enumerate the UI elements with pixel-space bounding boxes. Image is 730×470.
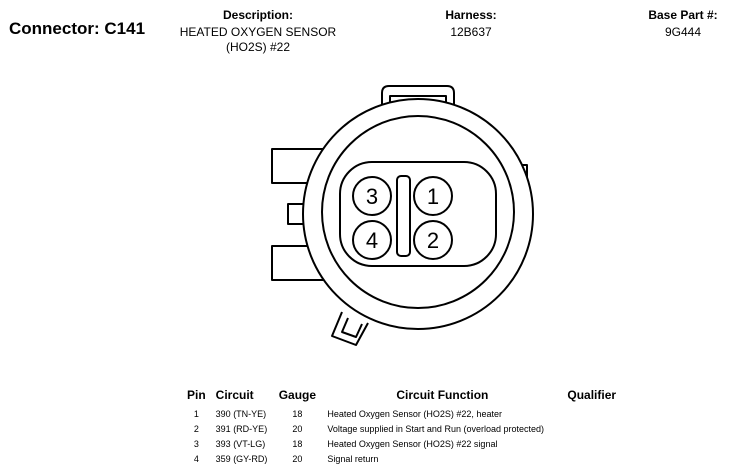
inner-housing — [321, 115, 515, 309]
top-latch-tab — [381, 85, 455, 107]
harness-label: Harness: — [445, 8, 497, 22]
header-circuit-function: Circuit Function — [396, 388, 489, 402]
pin-4-cavity — [352, 220, 392, 260]
bottom-latch-inner — [341, 317, 363, 338]
row-circuit: 359 (GY-RD) — [215, 453, 268, 464]
description-line-1: HEATED OXYGEN SENSOR — [179, 25, 337, 39]
pin-table-header: Pin Circuit Gauge Circuit Function Quali… — [182, 388, 621, 406]
row-qualifier — [562, 451, 621, 466]
row-circuit: 390 (TN-YE) — [215, 408, 267, 419]
pin-2-label: 2 — [427, 228, 439, 253]
pin-1-label: 1 — [427, 184, 439, 209]
row-gauge: 20 — [292, 423, 303, 434]
pin-1-cavity — [413, 176, 453, 216]
harness-value: 12B637 — [450, 25, 492, 39]
connector-face-drawing: 3 1 4 2 — [271, 85, 534, 346]
header-pin: Pin — [187, 388, 206, 402]
row-gauge: 18 — [292, 438, 303, 449]
row-pin: 1 — [193, 408, 199, 419]
left-rib-lower — [271, 245, 326, 281]
table-row: 1 390 (TN-YE) 18 Heated Oxygen Sensor (H… — [182, 406, 621, 421]
bottom-latch — [331, 311, 369, 346]
row-function: Heated Oxygen Sensor (HO2S) #22, heater — [327, 408, 502, 419]
row-pin: 4 — [193, 453, 199, 464]
row-qualifier — [562, 421, 621, 436]
row-qualifier — [562, 406, 621, 421]
row-function: Voltage supplied in Start and Run (overl… — [327, 423, 544, 434]
base-part-label: Base Part #: — [648, 8, 718, 22]
row-function: Signal return — [327, 453, 379, 464]
table-row: 3 393 (VT-LG) 18 Heated Oxygen Sensor (H… — [182, 436, 621, 451]
row-pin: 2 — [193, 423, 199, 434]
row-pin: 3 — [193, 438, 199, 449]
row-circuit: 393 (VT-LG) — [215, 438, 266, 449]
outer-housing — [302, 98, 534, 330]
row-qualifier — [562, 436, 621, 451]
pin-3-cavity — [352, 176, 392, 216]
row-function: Heated Oxygen Sensor (HO2S) #22 signal — [327, 438, 498, 449]
connector-title: Connector: C141 — [9, 19, 146, 38]
description-label: Description: — [222, 8, 293, 22]
pin-2-cavity — [413, 220, 453, 260]
description-line-2: (HO2S) #22 — [225, 40, 291, 54]
header-circuit: Circuit — [215, 388, 254, 402]
left-rib-middle — [287, 203, 311, 225]
left-rib-upper — [271, 148, 326, 184]
pin-table: Pin Circuit Gauge Circuit Function Quali… — [182, 388, 621, 466]
top-latch-inner — [389, 95, 447, 102]
pin-4-label: 4 — [366, 228, 378, 253]
cavity-block — [339, 161, 497, 267]
pin-3-label: 3 — [366, 184, 378, 209]
row-circuit: 391 (RD-YE) — [215, 423, 268, 434]
header-gauge: Gauge — [278, 388, 317, 402]
row-gauge: 20 — [292, 453, 303, 464]
description-value: HEATED OXYGEN SENSOR (HO2S) #22 — [160, 25, 356, 55]
center-divider — [396, 175, 411, 257]
table-row: 2 391 (RD-YE) 20 Voltage supplied in Sta… — [182, 421, 621, 436]
table-row: 4 359 (GY-RD) 20 Signal return — [182, 451, 621, 466]
base-part-value: 9G444 — [664, 25, 702, 39]
header-qualifier: Qualifier — [567, 388, 617, 402]
row-gauge: 18 — [292, 408, 303, 419]
